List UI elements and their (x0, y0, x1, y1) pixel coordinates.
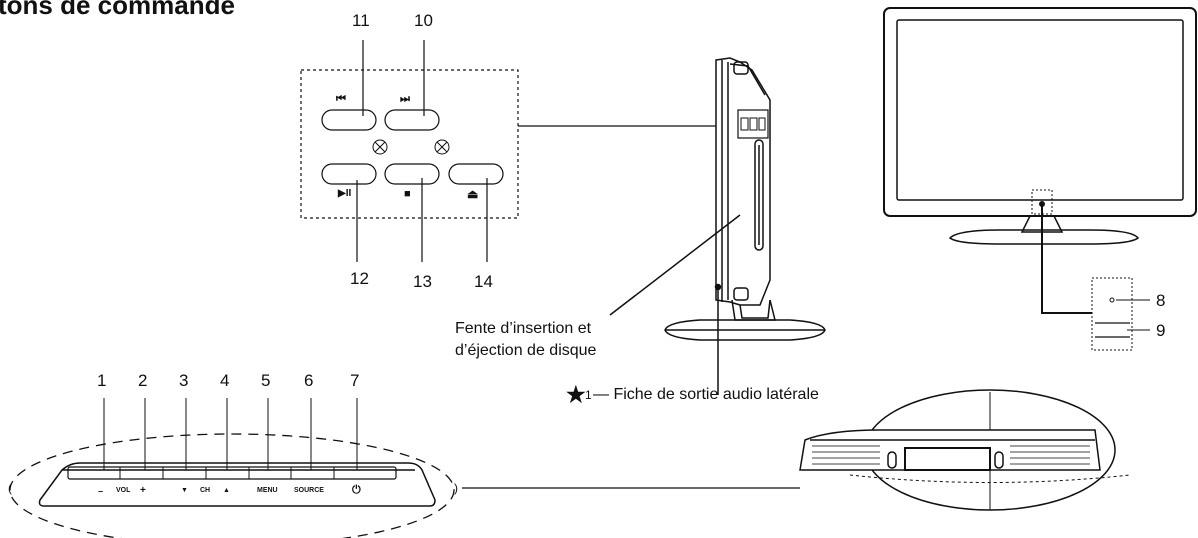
ch-up-icon: ▲ (223, 487, 230, 494)
vol-plus-label: + (140, 485, 146, 496)
audio-star-icon: ★ (566, 382, 586, 407)
ch-label: CH (200, 487, 211, 494)
page-title: tons de commande (0, 0, 235, 20)
vol-label: VOL (116, 487, 131, 494)
vol-minus-label: – (98, 486, 104, 496)
menu-label: MENU (257, 487, 278, 494)
power-icon: ⏻ (352, 484, 361, 496)
front-panel-buttons: ( ) (8, 398, 458, 538)
next-track-icon: ⏭ (400, 93, 410, 105)
disc-control-box (300, 40, 716, 262)
prev-button[interactable] (321, 109, 377, 131)
callout-number-10: 10 (414, 11, 433, 30)
callout-number-2: 2 (138, 371, 148, 390)
next-button[interactable] (384, 109, 440, 131)
callout-number-4: 4 (220, 371, 230, 390)
callout-number-13: 13 (413, 272, 432, 291)
tv-front-view (883, 7, 1197, 351)
callout-number-1: 1 (97, 371, 107, 390)
stop-icon: ■ (404, 188, 411, 200)
callout-number-9: 9 (1156, 321, 1166, 340)
eject-icon: ⏏ (467, 187, 479, 201)
tv-side-view (609, 57, 826, 395)
prev-track-icon: ⏮ (336, 93, 346, 105)
callout-number-7: 7 (350, 371, 360, 390)
tv-bottom-view (462, 389, 1131, 511)
callout-number-6: 6 (304, 371, 314, 390)
play-pause-icon: ▶II (338, 188, 352, 199)
disc-slot-label-line1: Fente d’insertion et (455, 320, 592, 337)
svg-text:): ) (454, 481, 458, 495)
audio-out-label: — Fiche de sortie audio latérale (593, 386, 819, 403)
callout-number-11: 11 (352, 11, 370, 30)
eject-button[interactable] (448, 163, 504, 185)
audio-footnote-number: 1 (585, 388, 592, 402)
callout-number-14: 14 (474, 272, 493, 291)
stop-button[interactable] (384, 163, 440, 185)
callout-number-12: 12 (350, 269, 369, 288)
svg-text:(: ( (8, 481, 12, 495)
disc-slot-label-line2: d’éjection de disque (455, 342, 597, 359)
screw-icon-right (434, 139, 450, 155)
callout-number-3: 3 (179, 371, 189, 390)
screw-icon-left (372, 139, 388, 155)
callout-number-8: 8 (1156, 291, 1166, 310)
ch-down-icon: ▼ (181, 487, 188, 494)
source-label: SOURCE (294, 487, 324, 494)
callout-number-5: 5 (261, 371, 271, 390)
play-pause-button[interactable] (321, 163, 377, 185)
